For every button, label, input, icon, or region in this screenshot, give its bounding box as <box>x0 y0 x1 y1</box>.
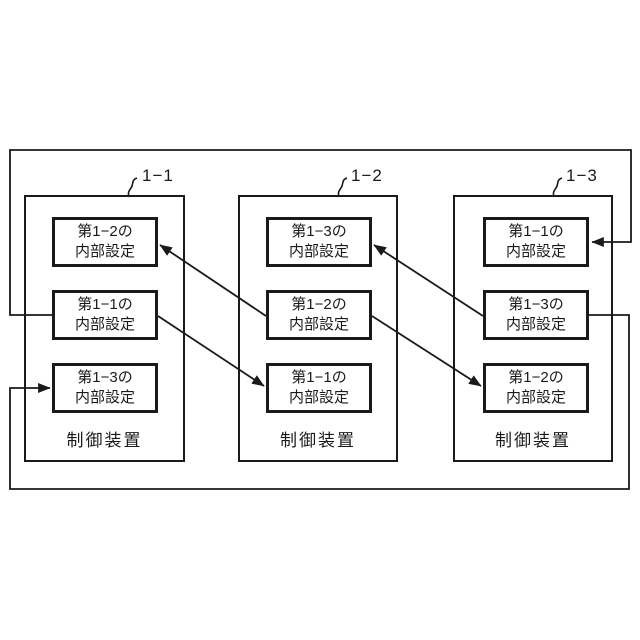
setting-label-line1: 第1−3の <box>291 223 347 240</box>
ref-label-1-1: 1−1 <box>142 166 174 185</box>
setting-label-line2: 内部設定 <box>505 389 566 406</box>
setting-label-line1: 第1−1の <box>77 296 133 313</box>
setting-box-1-3-c: 第1−2の 内部設定 <box>483 363 589 413</box>
device-label: 制御装置 <box>66 431 143 450</box>
setting-box-1-2-c: 第1−1の 内部設定 <box>266 363 372 413</box>
setting-label-line1: 第1−3の <box>77 369 133 386</box>
setting-box-1-2-a: 第1−3の 内部設定 <box>266 217 372 267</box>
device-box-1-3: 第1−1の 内部設定 第1−3の 内部設定 第1−2の 内部設定 制御装置 <box>453 195 613 462</box>
setting-label-line2: 内部設定 <box>505 243 566 260</box>
device-label: 制御装置 <box>495 431 571 450</box>
setting-label-line1: 第1−3の <box>508 296 564 313</box>
ref-label-1-3: 1−3 <box>566 166 598 185</box>
setting-box-1-2-b: 第1−2の 内部設定 <box>266 290 372 340</box>
setting-label-line2: 内部設定 <box>74 243 135 260</box>
setting-label-line2: 内部設定 <box>288 243 349 260</box>
setting-label-line2: 内部設定 <box>505 316 566 333</box>
setting-label-line1: 第1−1の <box>508 223 564 240</box>
setting-box-1-3-a: 第1−1の 内部設定 <box>483 217 589 267</box>
setting-label-line2: 内部設定 <box>74 316 135 333</box>
setting-label-line2: 内部設定 <box>74 389 135 406</box>
device-box-1-2: 第1−3の 内部設定 第1−2の 内部設定 第1−1の 内部設定 制御装置 <box>238 195 398 462</box>
setting-box-1-1-a: 第1−2の 内部設定 <box>52 217 158 267</box>
setting-label-line1: 第1−2の <box>291 296 347 313</box>
setting-label-line1: 第1−2の <box>508 369 564 386</box>
device-label: 制御装置 <box>280 431 356 450</box>
setting-label-line1: 第1−2の <box>77 223 133 240</box>
setting-box-1-1-b: 第1−1の 内部設定 <box>52 290 158 340</box>
setting-label-line2: 内部設定 <box>288 389 349 406</box>
device-box-1-1: 第1−2の 内部設定 第1−1の 内部設定 第1−3の 内部設定 制御装置 <box>24 195 185 462</box>
setting-box-1-1-c: 第1−3の 内部設定 <box>52 363 158 413</box>
setting-box-1-3-b: 第1−3の 内部設定 <box>483 290 589 340</box>
ref-label-1-2: 1−2 <box>351 166 383 185</box>
setting-label-line1: 第1−1の <box>291 369 347 386</box>
setting-label-line2: 内部設定 <box>288 316 349 333</box>
